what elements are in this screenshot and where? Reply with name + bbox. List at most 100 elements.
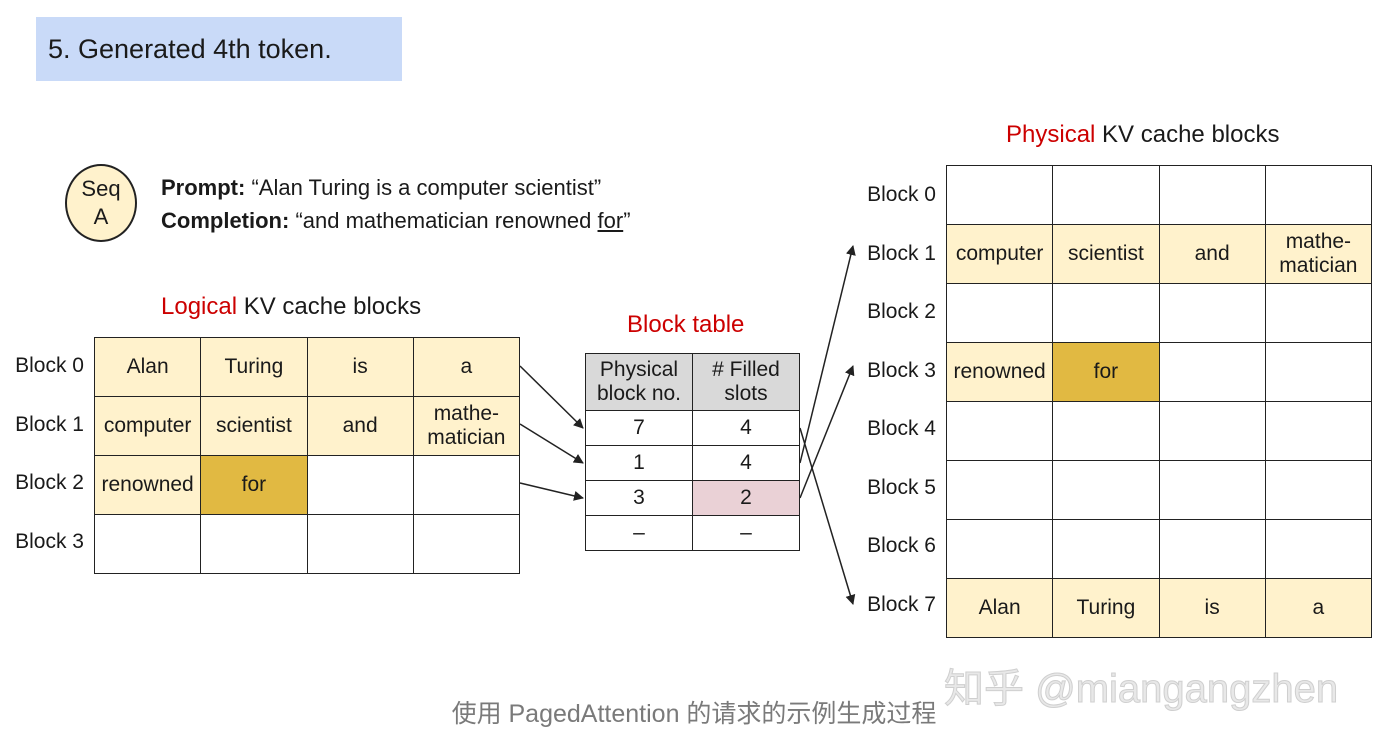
physical-cell xyxy=(945,283,1054,343)
arrow-table-to-physical7 xyxy=(799,427,856,605)
physical-row-5 xyxy=(945,460,1373,520)
seq-label: Seq xyxy=(81,176,121,201)
logical-row-label: Block 1 xyxy=(15,412,84,436)
physical-cell: for xyxy=(1052,342,1160,402)
physical-row-label: Block 0 xyxy=(867,183,936,206)
physical-cell xyxy=(1052,165,1160,225)
physical-cell xyxy=(1052,283,1160,343)
block-table-cell: 1 xyxy=(585,445,693,481)
completion-line: Completion: “and mathematician renowned … xyxy=(161,208,631,234)
physical-cell: a xyxy=(1264,578,1373,638)
completion-text: “and mathematician renowned xyxy=(295,208,598,233)
physical-row-2 xyxy=(945,283,1373,343)
logical-cell xyxy=(306,514,414,574)
block-table-cell: 4 xyxy=(692,410,800,446)
logical-title: Logical KV cache blocks xyxy=(161,293,421,321)
step-title: 5. Generated 4th token. xyxy=(36,17,402,81)
physical-cell: Turing xyxy=(1052,578,1160,638)
physical-cell xyxy=(1158,519,1266,579)
physical-cell: computer xyxy=(945,224,1054,284)
physical-cell xyxy=(1052,401,1160,461)
arrow-table-to-physical1 xyxy=(799,245,856,464)
seq-id: A xyxy=(93,204,109,229)
block-table-cell: 4 xyxy=(692,445,800,481)
physical-title-highlight: Physical xyxy=(1006,121,1096,148)
completion-current-token: for xyxy=(597,208,624,233)
logical-cell: Turing xyxy=(200,337,308,397)
logical-cell: computer xyxy=(93,396,202,456)
physical-row-4 xyxy=(945,401,1373,461)
physical-cell: is xyxy=(1158,578,1266,638)
physical-cell: and xyxy=(1158,224,1266,284)
physical-row-label: Block 4 xyxy=(867,417,936,440)
physical-cell xyxy=(1158,342,1266,402)
arrow-table-to-physical3 xyxy=(799,365,855,499)
physical-cell xyxy=(1158,165,1266,225)
prompt-line: Prompt: “Alan Turing is a computer scien… xyxy=(161,175,601,201)
logical-cell: for xyxy=(200,455,308,515)
block-table-header: # Filled slots xyxy=(692,353,800,411)
physical-title-rest: KV cache blocks xyxy=(1095,121,1280,148)
physical-row-6 xyxy=(945,519,1373,579)
logical-row-label: Block 2 xyxy=(15,471,84,494)
logical-cell xyxy=(200,514,308,574)
logical-row-3 xyxy=(93,514,521,574)
sequence-badge: Seq A xyxy=(65,164,137,242)
logical-row-label: Block 3 xyxy=(15,529,84,553)
logical-cell: scientist xyxy=(200,396,308,456)
arrow-logical1-to-table xyxy=(519,423,584,464)
logical-cell xyxy=(412,514,521,574)
figure-caption: 使用 PagedAttention 的请求的示例生成过程 xyxy=(451,700,937,728)
logical-row-label: Block 0 xyxy=(15,354,84,377)
block-table-cell: – xyxy=(692,515,800,551)
block-table-cell: – xyxy=(585,515,693,551)
physical-row-label: Block 1 xyxy=(867,241,936,265)
physical-cell: mathe- matician xyxy=(1264,224,1373,284)
physical-row-0 xyxy=(945,165,1373,225)
logical-cell xyxy=(93,514,202,574)
arrow-logical2-to-table xyxy=(519,482,584,501)
block-table-cell: 3 xyxy=(585,480,693,516)
logical-title-highlight: Logical xyxy=(161,293,238,320)
physical-row-label: Block 5 xyxy=(867,475,936,499)
block-table-header: Physical block no. xyxy=(585,353,693,411)
block-table-row: –– xyxy=(585,515,800,551)
block-table-cell: 2 xyxy=(692,480,800,516)
completion-label: Completion: xyxy=(161,208,290,233)
arrow-logical0-to-table xyxy=(519,365,584,429)
logical-cell: mathe- matician xyxy=(412,396,521,456)
physical-row-label: Block 6 xyxy=(867,534,936,557)
physical-row-label: Block 2 xyxy=(867,300,936,323)
physical-cell xyxy=(1158,401,1266,461)
physical-cell: Alan xyxy=(945,578,1054,638)
physical-title: Physical KV cache blocks xyxy=(1006,121,1279,149)
block-table-title: Block table xyxy=(627,311,745,338)
block-table-header-row: Physical block no.# Filled slots xyxy=(585,353,800,411)
logical-cell: a xyxy=(412,337,521,397)
logical-cell: and xyxy=(306,396,414,456)
watermark: 知乎 @miangangzhen xyxy=(943,667,1339,712)
physical-cell xyxy=(1158,460,1266,520)
prompt-text: “Alan Turing is a computer scientist” xyxy=(251,175,602,200)
logical-cell: is xyxy=(306,337,414,397)
physical-cell xyxy=(1052,460,1160,520)
physical-cell xyxy=(945,519,1054,579)
physical-cell: renowned xyxy=(945,342,1054,402)
physical-cell xyxy=(945,165,1054,225)
physical-row-label: Block 3 xyxy=(867,358,936,382)
physical-row-label: Block 7 xyxy=(867,592,936,616)
completion-close-quote: ” xyxy=(623,208,631,233)
prompt-label: Prompt: xyxy=(161,175,246,200)
